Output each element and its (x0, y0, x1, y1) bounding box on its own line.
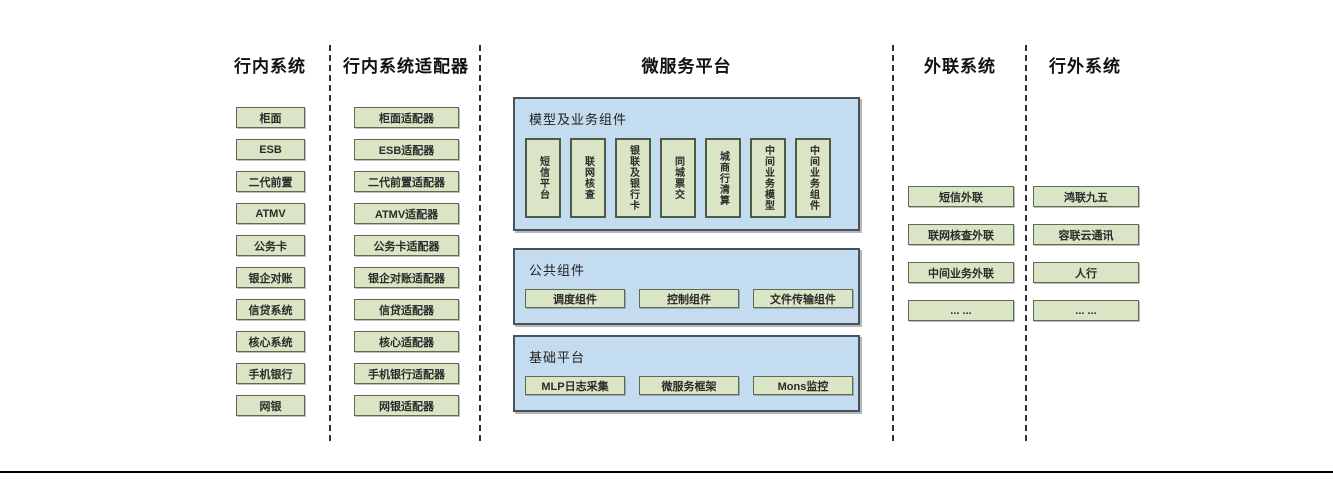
system-box: 二代前置 (236, 171, 305, 192)
system-box: 柜面 (236, 107, 305, 128)
component-box: 微服务框架 (639, 376, 739, 395)
external-box: 容联云通讯 (1033, 224, 1139, 245)
adapter-box: 二代前置适配器 (354, 171, 459, 192)
component-box: 文件传输组件 (753, 289, 853, 308)
column-divider (479, 45, 481, 441)
component-box-vertical: 短信平台 (525, 138, 561, 218)
system-box: ATMV (236, 203, 305, 224)
component-box-vertical: 中间业务模型 (750, 138, 786, 218)
adapter-box: 银企对账适配器 (354, 267, 459, 288)
system-box: 公务卡 (236, 235, 305, 256)
system-box: 网银 (236, 395, 305, 416)
common-components-list: 调度组件控制组件文件传输组件 (525, 289, 853, 308)
adapter-box: ATMV适配器 (354, 203, 459, 224)
outreach-box: 短信外联 (908, 186, 1014, 207)
base-platform-list: MLP日志采集微服务框架 Mons监控 (525, 376, 853, 395)
adapter-box: 手机银行适配器 (354, 363, 459, 384)
panel-title: 模型及业务组件 (529, 112, 628, 127)
external-box: ... ... (1033, 300, 1139, 321)
panel-common-components: 公共组件 调度组件控制组件文件传输组件 (513, 248, 860, 325)
column-divider (1025, 45, 1027, 441)
external-box: 人行 (1033, 262, 1139, 283)
column-divider (892, 45, 894, 441)
adapter-box: 柜面适配器 (354, 107, 459, 128)
component-box-vertical: 中间业务组件 (795, 138, 831, 218)
outreach-box: ... ... (908, 300, 1014, 321)
column-divider (329, 45, 331, 441)
component-box: 控制组件 (639, 289, 739, 308)
column-title-internal-adapters: 行内系统适配器 (343, 57, 469, 76)
internal-adapters-list: 柜面适配器 ESB适配器二代前置适配器 ATMV适配器公务卡适配器银企对账适配器信贷… (354, 107, 459, 427)
system-box: ESB (236, 139, 305, 160)
external-systems-list: 鸿联九五容联云通讯人行 ... ... (1033, 186, 1139, 338)
outreach-box: 中间业务外联 (908, 262, 1014, 283)
outreach-box: 联网核查外联 (908, 224, 1014, 245)
system-box: 信贷系统 (236, 299, 305, 320)
system-box: 手机银行 (236, 363, 305, 384)
column-title-microservice-platform: 微服务平台 (641, 57, 732, 76)
column-title-outreach-systems: 外联系统 (924, 57, 996, 76)
bottom-rule (0, 471, 1333, 473)
system-box: 核心系统 (236, 331, 305, 352)
system-box: 银企对账 (236, 267, 305, 288)
panel-base-platform: 基础平台 MLP日志采集微服务框架 Mons监控 (513, 335, 860, 412)
component-box-vertical: 银联及银行卡 (615, 138, 651, 218)
panel-title: 基础平台 (529, 350, 586, 365)
component-box-vertical: 城商行清算 (705, 138, 741, 218)
model-components-list: 短信平台联网核查银联及银行卡同城票交城商行清算中间业务模型中间业务组件 (525, 138, 831, 218)
column-title-external-systems: 行外系统 (1049, 57, 1121, 76)
panel-title: 公共组件 (529, 263, 586, 278)
component-box-vertical: 同城票交 (660, 138, 696, 218)
adapter-box: 信贷适配器 (354, 299, 459, 320)
adapter-box: 网银适配器 (354, 395, 459, 416)
internal-systems-list: 柜面 ESB 二代前置 ATMV 公务卡银企对账信贷系统核心系统手机银行网银 (236, 107, 305, 427)
column-title-internal-systems: 行内系统 (234, 57, 306, 76)
component-box: MLP日志采集 (525, 376, 625, 395)
external-box: 鸿联九五 (1033, 186, 1139, 207)
adapter-box: 公务卡适配器 (354, 235, 459, 256)
adapter-box: 核心适配器 (354, 331, 459, 352)
panel-model-business-components: 模型及业务组件 短信平台联网核查银联及银行卡同城票交城商行清算中间业务模型中间业… (513, 97, 860, 231)
component-box: 调度组件 (525, 289, 625, 308)
component-box: Mons监控 (753, 376, 853, 395)
adapter-box: ESB适配器 (354, 139, 459, 160)
component-box-vertical: 联网核查 (570, 138, 606, 218)
outreach-systems-list: 短信外联联网核查外联中间业务外联 ... ... (908, 186, 1014, 338)
